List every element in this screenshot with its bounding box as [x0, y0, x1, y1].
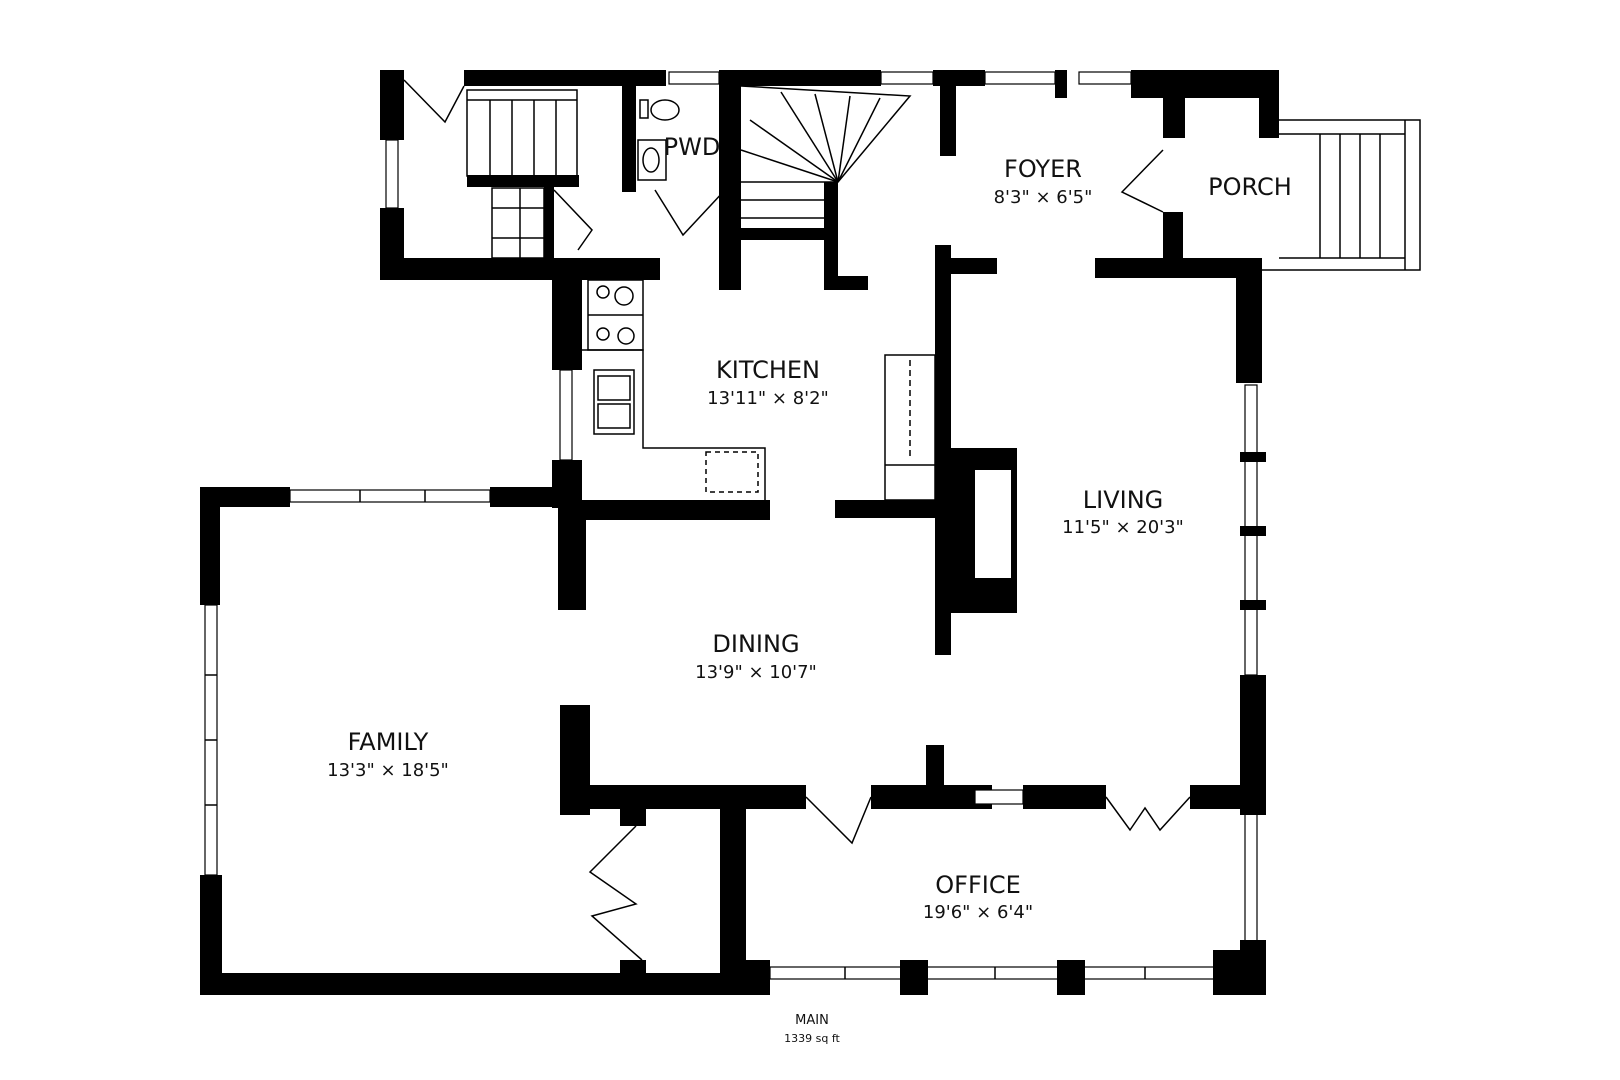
room-dining-dims: 13'9" × 10'7"	[695, 662, 817, 683]
stairs-left	[466, 89, 578, 259]
room-porch-name: PORCH	[1208, 173, 1292, 201]
stairs-porch	[1262, 119, 1421, 271]
room-foyer-name: FOYER	[1004, 155, 1082, 183]
room-labels: PWD FOYER 8'3" × 6'5" PORCH KITCHEN 13'1…	[327, 133, 1292, 1045]
room-living-dims: 11'5" × 20'3"	[1062, 517, 1184, 538]
kitchen-sink-icon	[593, 369, 635, 435]
room-kitchen-name: KITCHEN	[716, 356, 820, 384]
register-vent	[974, 789, 1024, 805]
room-office-name: OFFICE	[935, 871, 1021, 899]
kitchen-counter	[582, 349, 766, 500]
floor-area: 1339 sq ft	[784, 1032, 840, 1045]
built-in-cabinet	[884, 354, 936, 501]
stove-icon	[587, 279, 644, 351]
sink-icon	[637, 139, 667, 181]
room-office-dims: 19'6" × 6'4"	[923, 902, 1033, 923]
toilet-icon	[639, 99, 680, 121]
walls	[200, 70, 1279, 995]
room-kitchen-dims: 13'11" × 8'2"	[707, 388, 829, 409]
room-pwd-name: PWD	[664, 133, 721, 161]
room-living-name: LIVING	[1083, 486, 1164, 514]
room-family-dims: 13'3" × 18'5"	[327, 760, 449, 781]
doors	[403, 79, 1191, 961]
room-dining-name: DINING	[712, 630, 799, 658]
floor-name: MAIN	[795, 1013, 829, 1028]
room-foyer-dims: 8'3" × 6'5"	[994, 187, 1093, 208]
stairs-center	[740, 85, 912, 219]
room-family-name: FAMILY	[348, 728, 429, 756]
